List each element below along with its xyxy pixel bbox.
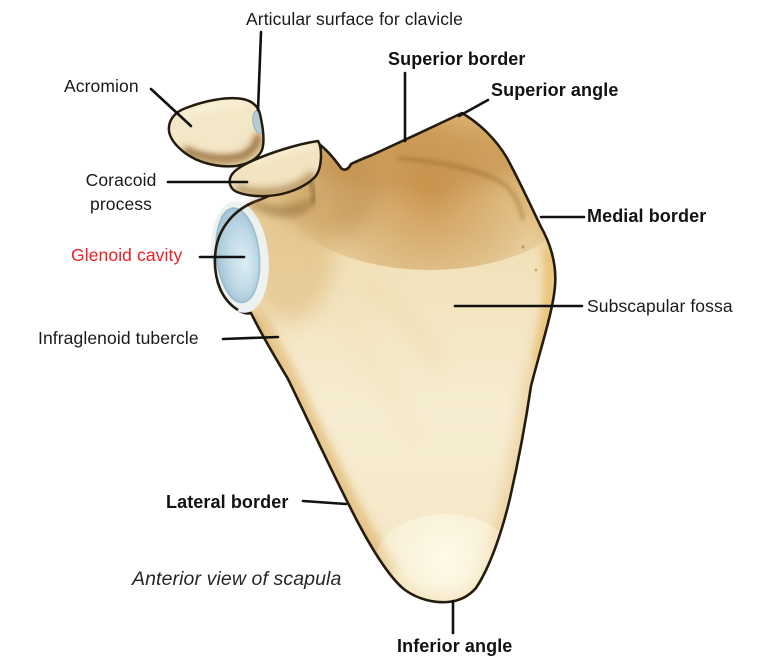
leader-infraglenoid — [221, 335, 280, 341]
scapula-blade — [213, 111, 557, 604]
coracoid-shadow — [250, 197, 314, 218]
label-glenoid-cavity: Glenoid cavity — [71, 245, 183, 265]
label-articular-surface: Articular surface for clavicle — [246, 9, 463, 29]
acromion — [167, 96, 265, 168]
label-inferior-angle: Inferior angle — [397, 636, 513, 656]
label-subscapular-fossa: Subscapular fossa — [587, 296, 733, 316]
leader-lines — [149, 30, 586, 635]
label-acromion: Acromion — [64, 76, 139, 96]
label-medial-border: Medial border — [587, 206, 707, 226]
label-superior-border: Superior border — [388, 49, 526, 69]
leader-acromion — [149, 87, 193, 128]
label-superior-angle: Superior angle — [491, 80, 619, 100]
figure-caption: Anterior view of scapula — [132, 568, 342, 590]
label-lateral-border: Lateral border — [166, 492, 289, 512]
label-coracoid-process: Coracoid process — [85, 170, 157, 214]
leader-superior-angle — [457, 98, 490, 118]
leader-articular-surface — [256, 30, 263, 112]
leader-lateral-border — [301, 499, 348, 506]
scapula-bone — [167, 96, 557, 604]
label-infraglenoid-tubercle: Infraglenoid tubercle — [38, 328, 199, 348]
